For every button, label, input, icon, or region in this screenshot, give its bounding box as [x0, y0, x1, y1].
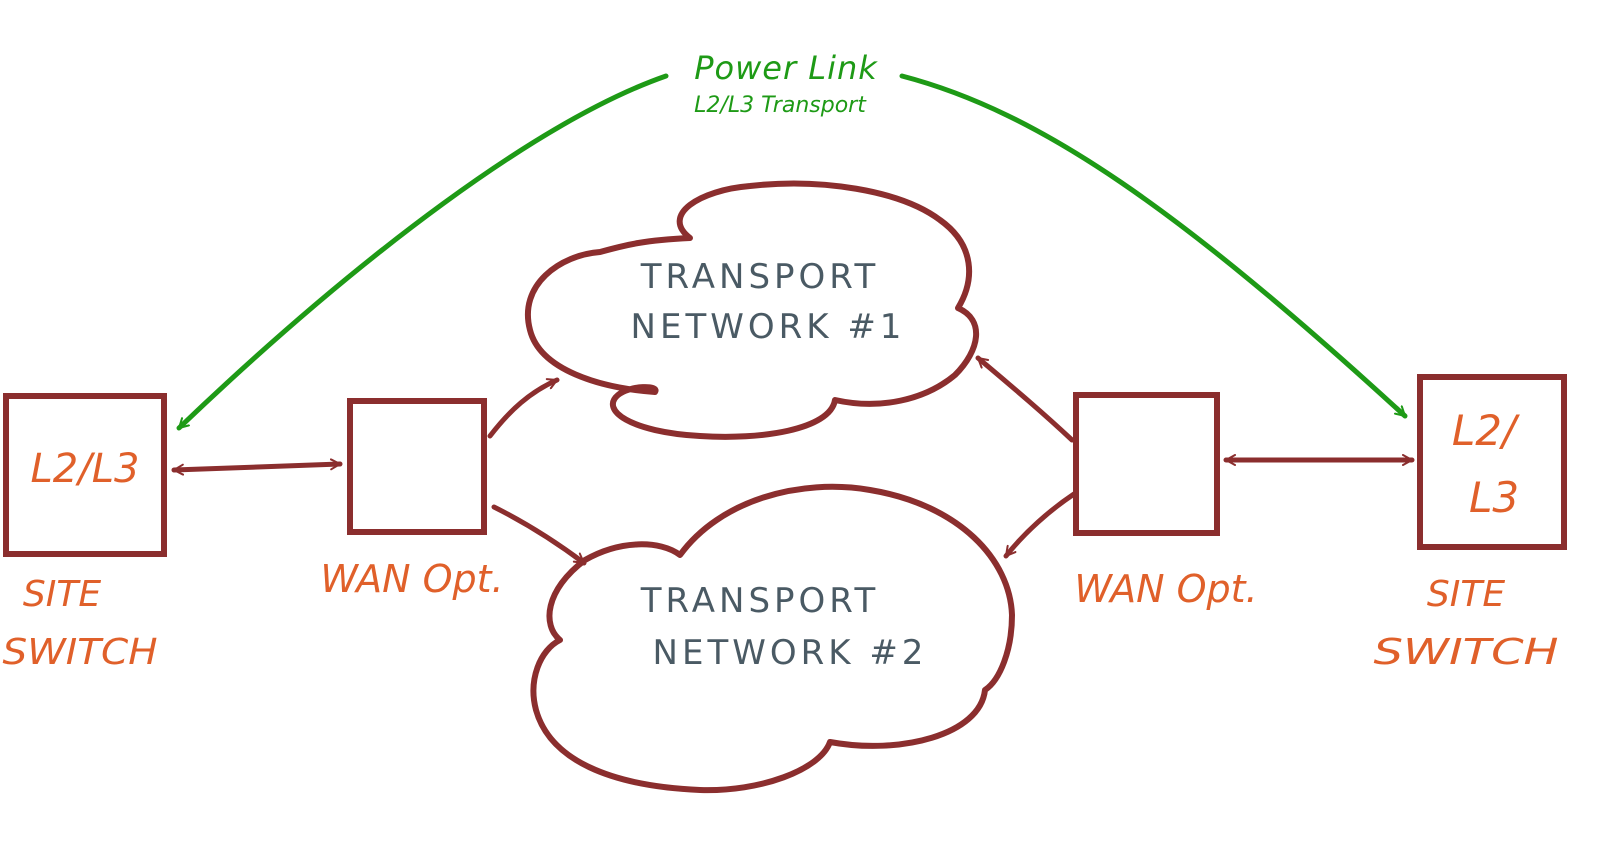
- transport-network-1-cloud: [525, 180, 979, 440]
- right-wan-optimizer-box: [1073, 392, 1220, 536]
- right-wan-to-network-2-arrow: [1003, 491, 1077, 559]
- power-link-subtitle: L2/L3 Transport: [694, 93, 867, 118]
- transport-network-1-line2: NETWORK #1: [631, 307, 906, 347]
- power-link-left-arc: [176, 73, 669, 431]
- left-wan-optimizer-label: WAN Opt.: [320, 557, 503, 601]
- right-site-switch-box-line1: L2/: [1452, 406, 1520, 455]
- transport-network-1-line1: TRANSPORT: [640, 257, 879, 297]
- left-wan-to-network-2-arrow: [491, 504, 587, 566]
- right-site-switch-box: [1417, 374, 1567, 550]
- left-wan-to-network-1-arrow: [487, 377, 560, 439]
- transport-network-2-line2: NETWORK #2: [653, 633, 928, 673]
- left-site-switch-caption-line2: SWITCH: [3, 632, 158, 673]
- transport-network-2-cloud: [530, 483, 1015, 794]
- left-site-switch-caption-line1: SITE: [23, 574, 101, 615]
- left-switch-to-wan-link: [171, 458, 343, 476]
- right-wan-optimizer-label: WAN Opt.: [1074, 567, 1257, 611]
- right-site-switch-caption-line1: SITE: [1427, 574, 1505, 615]
- left-site-switch-box-label: L2/L3: [31, 446, 140, 492]
- left-wan-optimizer-box: [347, 398, 487, 535]
- power-link-right-arc: [899, 73, 1408, 419]
- power-link-title: Power Link: [694, 49, 878, 87]
- right-site-switch-box-line2: L3: [1469, 473, 1519, 522]
- left-site-switch-box: [3, 393, 167, 557]
- right-wan-to-network-1-arrow: [975, 355, 1075, 443]
- right-site-switch-caption-line2: SWITCH: [1374, 632, 1559, 673]
- transport-network-2-line1: TRANSPORT: [640, 581, 879, 621]
